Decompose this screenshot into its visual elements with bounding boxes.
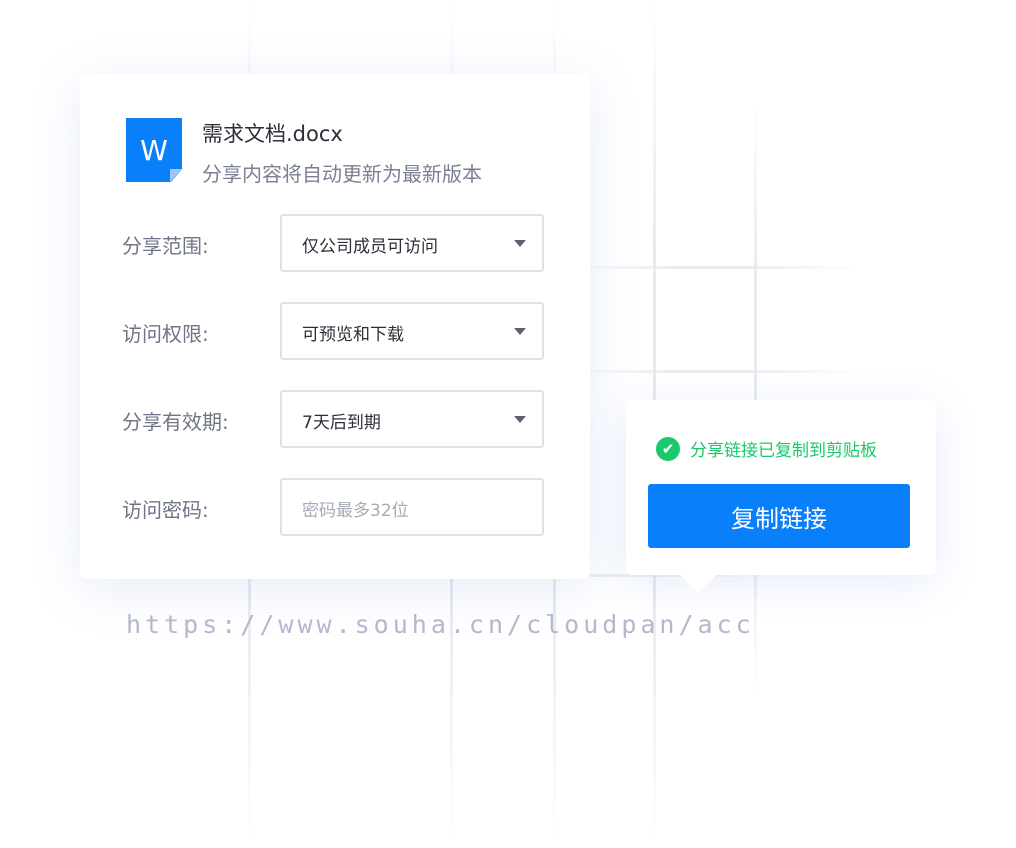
popover-tail bbox=[680, 575, 716, 593]
dropdown-arrow-icon bbox=[514, 416, 526, 423]
expiry-select[interactable]: 7天后到期 bbox=[280, 390, 544, 448]
share-scope-label: 分享范围: bbox=[122, 234, 209, 258]
share-url: https://www.souha.cn/cloudpan/acc bbox=[126, 610, 755, 639]
word-file-icon: W bbox=[126, 118, 182, 182]
share-card: W 需求文档.docx 分享内容将自动更新为最新版本 分享范围: 仅公司成员可访… bbox=[80, 74, 590, 579]
share-scope-row: 分享范围: 仅公司成员可访问 bbox=[122, 214, 552, 272]
dropdown-arrow-icon bbox=[514, 328, 526, 335]
file-subtitle: 分享内容将自动更新为最新版本 bbox=[202, 162, 482, 186]
password-input[interactable]: 密码最多32位 bbox=[280, 478, 544, 536]
share-scope-select[interactable]: 仅公司成员可访问 bbox=[280, 214, 544, 272]
dropdown-arrow-icon bbox=[514, 240, 526, 247]
expiry-row: 分享有效期: 7天后到期 bbox=[122, 390, 552, 448]
grid-line bbox=[560, 266, 860, 269]
access-permission-label: 访问权限: bbox=[122, 322, 209, 346]
access-permission-row: 访问权限: 可预览和下载 bbox=[122, 302, 552, 360]
file-name: 需求文档.docx bbox=[202, 122, 343, 146]
password-label: 访问密码: bbox=[122, 498, 209, 522]
expiry-label: 分享有效期: bbox=[122, 410, 229, 434]
password-row: 访问密码: 密码最多32位 bbox=[122, 478, 552, 536]
grid-line bbox=[560, 370, 860, 373]
access-permission-select[interactable]: 可预览和下载 bbox=[280, 302, 544, 360]
copy-link-popover: ✔ 分享链接已复制到剪贴板 复制链接 bbox=[626, 400, 936, 593]
copy-success-message: ✔ 分享链接已复制到剪贴板 bbox=[656, 436, 877, 461]
check-circle-icon: ✔ bbox=[656, 436, 680, 461]
copy-link-button[interactable]: 复制链接 bbox=[648, 484, 910, 548]
